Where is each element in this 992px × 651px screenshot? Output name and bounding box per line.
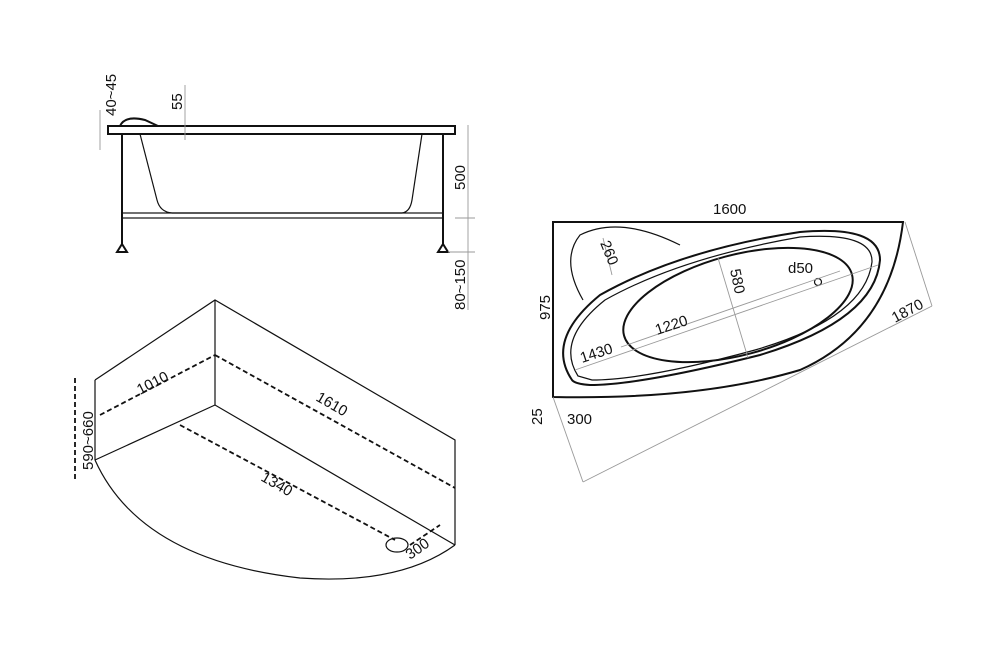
drain-diameter: d50 xyxy=(788,260,813,277)
side-view: 40~45 55 500 80~150 xyxy=(99,74,475,310)
dim-inner-length: 1220 xyxy=(653,312,690,338)
dim-depth: 500 xyxy=(452,165,469,190)
dim-rim-height: 40~45 xyxy=(103,74,120,116)
dim-width: 1600 xyxy=(713,201,746,218)
top-view: 1600 975 1870 260 580 1430 1220 d50 25 3… xyxy=(529,201,933,483)
dim-side-width: 1010 xyxy=(134,368,171,398)
dim-offset-y: 25 xyxy=(529,408,546,425)
dim-inner-width: 580 xyxy=(726,267,748,295)
iso-view: 1010 1610 1340 590~660 300 xyxy=(74,299,456,580)
dim-leg-height: 80~150 xyxy=(452,260,469,310)
dim-rim-thickness: 55 xyxy=(169,93,186,110)
dim-headrest: 260 xyxy=(596,238,621,268)
dim-diagonal: 1870 xyxy=(889,296,926,327)
dim-offset-x: 300 xyxy=(567,411,592,428)
dim-length: 1610 xyxy=(313,389,350,420)
dim-depth: 975 xyxy=(537,295,554,320)
dim-inner-length: 1340 xyxy=(258,469,295,500)
dim-drain-offset: 300 xyxy=(403,535,433,563)
dim-height: 590~660 xyxy=(80,411,97,470)
